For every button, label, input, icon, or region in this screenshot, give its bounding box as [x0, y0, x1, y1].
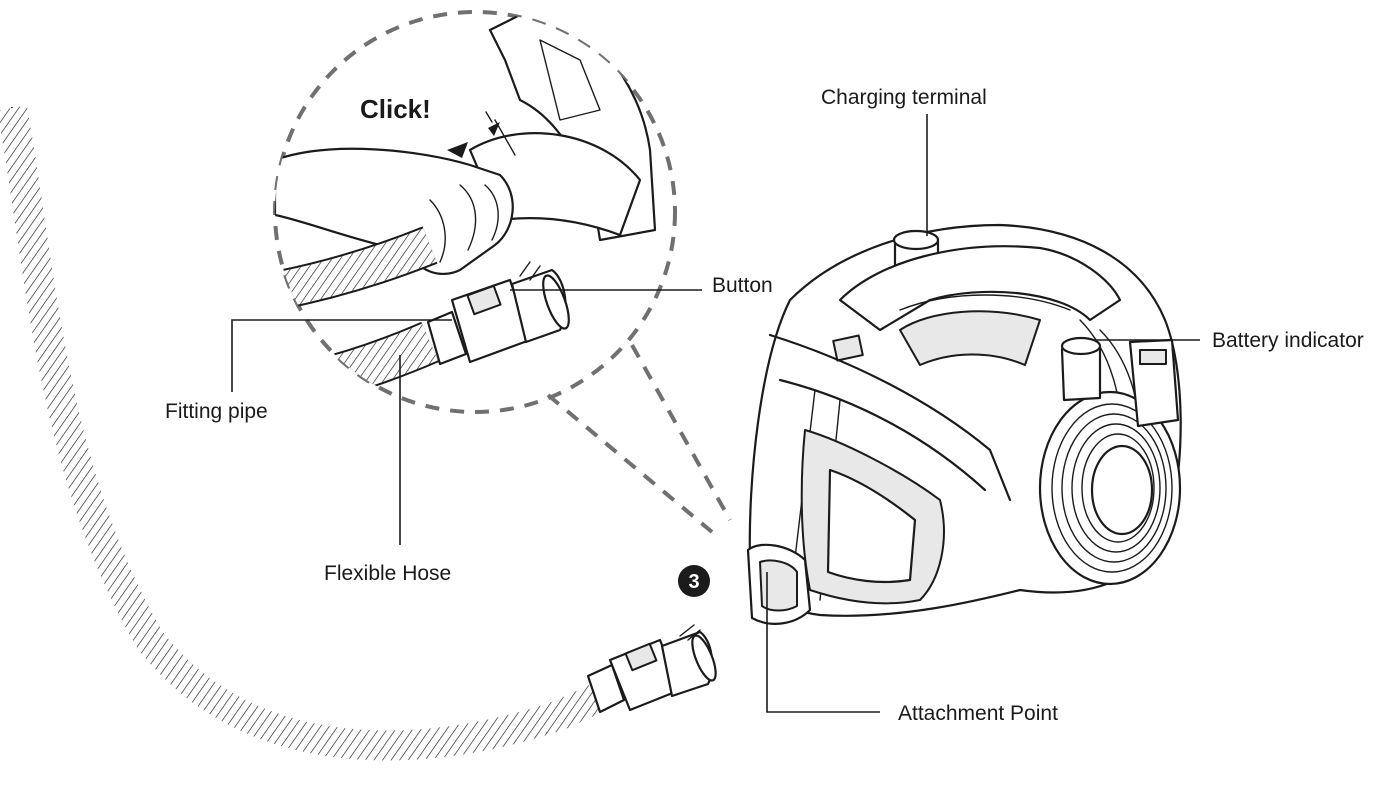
flexible-hose-label: Flexible Hose [324, 562, 451, 585]
flexible-hose-drawing [0, 105, 615, 761]
step-number-badge: 3 [678, 565, 710, 597]
zoom-callout [273, 10, 732, 534]
button-label: Button [712, 274, 773, 297]
click-label: Click! [360, 94, 431, 124]
vacuum-canister-drawing [746, 223, 1182, 625]
attachment-point-label: Attachment Point [898, 702, 1058, 725]
battery-indicator-label: Battery indicator [1212, 329, 1364, 352]
vacuum-wheel [1038, 390, 1182, 586]
fitting-pipe-label: Fitting pipe [165, 400, 268, 423]
leader-lines [231, 114, 1200, 713]
step-number: 3 [688, 571, 699, 593]
hose-end-fitting-drawing [586, 624, 717, 714]
charging-terminal-label: Charging terminal [821, 86, 987, 109]
